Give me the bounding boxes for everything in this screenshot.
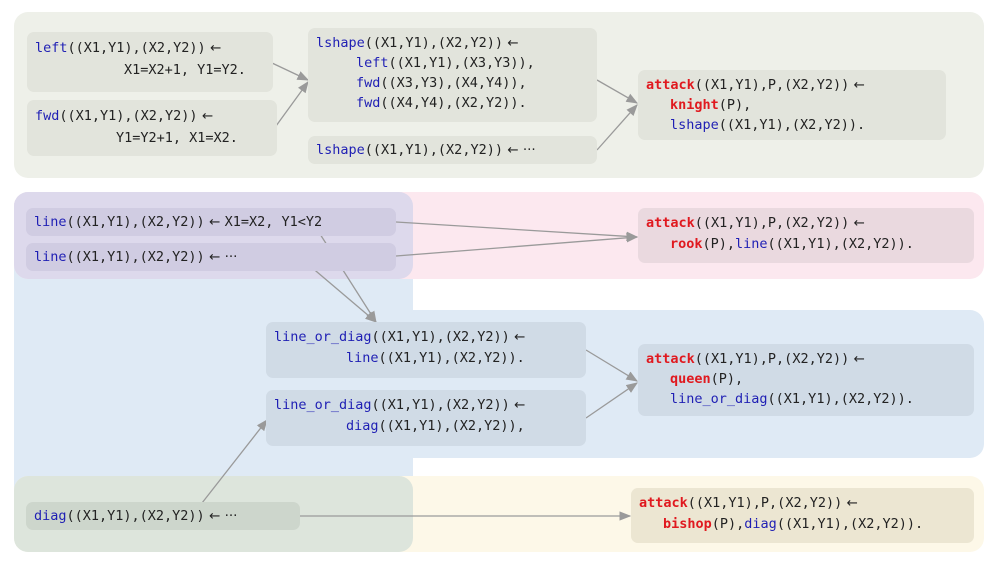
attack-bishop-head: attack xyxy=(639,495,688,511)
attack-rook-piece: rook xyxy=(670,236,703,252)
lshape2-arrow: ← ··· xyxy=(502,142,536,158)
left-body: X1=X2+1, Y1=Y2. xyxy=(124,62,246,78)
lod1-body-args: ((X1,Y1),(X2,Y2)). xyxy=(378,350,525,366)
lshape1-arrow: ← xyxy=(502,35,519,51)
lod1-body-fn: line xyxy=(346,350,379,366)
line1-head: line xyxy=(34,214,67,230)
lod1-arrow: ← xyxy=(509,329,526,345)
line1-arrow: ← xyxy=(204,214,225,230)
arrow-line2-to-attack-rook xyxy=(395,233,639,257)
lshape1-args: ((X1,Y1),(X2,Y2)) xyxy=(364,35,503,51)
attack-bishop-args: ((X1,Y1),P,(X2,Y2)) xyxy=(687,495,843,511)
clause-lshape-1: lshape((X1,Y1),(X2,Y2)) ← left((X1,Y1),(X… xyxy=(308,28,597,122)
attack-bishop-body-fn: diag xyxy=(744,516,777,532)
lod1-args: ((X1,Y1),(X2,Y2)) xyxy=(371,329,510,345)
attack-rook-arrow: ← xyxy=(849,215,865,231)
lshape1-body2-fn: fwd xyxy=(356,75,381,91)
attack-bishop-arrow: ← xyxy=(842,495,858,511)
attack-knight-args: ((X1,Y1),P,(X2,Y2)) xyxy=(694,77,850,93)
arrow-lod2-to-attack-queen xyxy=(585,382,638,419)
attack-rook-args: ((X1,Y1),P,(X2,Y2)) xyxy=(694,215,850,231)
attack-knight-arrow: ← xyxy=(849,77,865,93)
attack-queen-piece-args: (P), xyxy=(710,371,744,387)
attack-rook-body-args: ((X1,Y1),(X2,Y2)). xyxy=(767,236,914,252)
arrow-lshape2-to-attack-knight xyxy=(596,104,638,151)
clause-lshape-2: lshape((X1,Y1),(X2,Y2)) ← ··· xyxy=(308,136,597,164)
lshape1-body3-fn: fwd xyxy=(356,95,381,111)
arrow-lod1-to-attack-queen xyxy=(585,349,638,382)
diag-arrow: ← ··· xyxy=(204,508,238,524)
attack-queen-piece: queen xyxy=(670,371,711,387)
fwd-arrow: ← xyxy=(197,108,214,124)
line2-head: line xyxy=(34,249,67,265)
left-args: ((X1,Y1),(X2,Y2)) xyxy=(67,40,206,56)
clause-attack-queen: attack((X1,Y1),P,(X2,Y2)) ← queen(P), line… xyxy=(638,344,974,416)
lshape2-args: ((X1,Y1),(X2,Y2)) xyxy=(364,142,503,158)
attack-rook-piece-args: (P), xyxy=(702,236,736,252)
diag-head: diag xyxy=(34,508,67,524)
lshape1-body3-args: ((X4,Y4),(X2,Y2)). xyxy=(380,95,527,111)
arrow-lshape1-to-attack-knight xyxy=(596,79,639,104)
line2-arrow: ← ··· xyxy=(204,249,238,265)
clause-attack-bishop: attack((X1,Y1),P,(X2,Y2)) ← bishop(P),dia… xyxy=(631,488,974,543)
arrow-line2-to-lod1 xyxy=(309,265,377,323)
clause-diag: diag((X1,Y1),(X2,Y2)) ← ··· xyxy=(26,502,300,530)
attack-knight-piece: knight xyxy=(670,97,719,113)
clause-attack-rook: attack((X1,Y1),P,(X2,Y2)) ← rook(P),line(… xyxy=(638,208,974,263)
lshape1-head: lshape xyxy=(316,35,365,51)
attack-knight-body-fn: lshape xyxy=(670,117,719,133)
arrow-line1-to-attack-rook xyxy=(395,221,639,242)
lshape1-body1-args: ((X1,Y1),(X3,Y3)), xyxy=(388,55,535,71)
fwd-head: fwd xyxy=(35,108,60,124)
line1-body: X1=X2, Y1<Y2 xyxy=(224,214,323,230)
lshape2-head: lshape xyxy=(316,142,365,158)
attack-bishop-piece-args: (P), xyxy=(711,516,745,532)
line2-args: ((X1,Y1),(X2,Y2)) xyxy=(66,249,205,265)
clause-fwd: fwd((X1,Y1),(X2,Y2)) ← Y1=Y2+1, X1=X2. xyxy=(27,100,277,156)
clause-line-or-diag-1: line_or_diag((X1,Y1),(X2,Y2)) ← line((X1,… xyxy=(266,322,586,378)
lod1-head: line_or_diag xyxy=(274,329,372,345)
clause-attack-knight: attack((X1,Y1),P,(X2,Y2)) ← knight(P), lsh… xyxy=(638,70,946,140)
diag-args: ((X1,Y1),(X2,Y2)) xyxy=(66,508,205,524)
attack-rook-head: attack xyxy=(646,215,695,231)
attack-bishop-body-args: ((X1,Y1),(X2,Y2)). xyxy=(776,516,924,532)
lod2-args: ((X1,Y1),(X2,Y2)) xyxy=(371,397,510,413)
attack-queen-body-fn: line_or_diag xyxy=(670,391,768,407)
lod2-body-fn: diag xyxy=(346,418,379,434)
attack-queen-args: ((X1,Y1),P,(X2,Y2)) xyxy=(694,351,850,367)
left-arrow: ← xyxy=(205,40,222,56)
arrow-fwd-to-lshape xyxy=(275,81,309,127)
lod2-head: line_or_diag xyxy=(274,397,372,413)
attack-knight-body-args: ((X1,Y1),(X2,Y2)). xyxy=(718,117,866,133)
clause-left: left((X1,Y1),(X2,Y2)) ← X1=X2+1, Y1=Y2. xyxy=(27,32,273,92)
lshape1-body2-args: ((X3,Y3),(X4,Y4)), xyxy=(380,75,527,91)
lshape1-body1-fn: left xyxy=(356,55,389,71)
clause-line-or-diag-2: line_or_diag((X1,Y1),(X2,Y2)) ← diag((X1,… xyxy=(266,390,586,446)
arrow-left-to-lshape xyxy=(271,62,310,81)
clause-line-2: line((X1,Y1),(X2,Y2)) ← ··· xyxy=(26,243,396,271)
fwd-args: ((X1,Y1),(X2,Y2)) xyxy=(59,108,198,124)
attack-queen-body-args: ((X1,Y1),(X2,Y2)). xyxy=(767,391,914,407)
lod2-arrow: ← xyxy=(509,397,526,413)
clause-line-1: line((X1,Y1),(X2,Y2)) ← X1=X2, Y1<Y2 xyxy=(26,208,396,236)
attack-rook-body-fn: line xyxy=(735,236,768,252)
attack-queen-head: attack xyxy=(646,351,695,367)
attack-queen-arrow: ← xyxy=(849,351,865,367)
line1-args: ((X1,Y1),(X2,Y2)) xyxy=(66,214,205,230)
fwd-body: Y1=Y2+1, X1=X2. xyxy=(116,130,238,146)
attack-bishop-piece: bishop xyxy=(663,516,712,532)
left-head: left xyxy=(35,40,68,56)
arrow-diag-to-lod2 xyxy=(201,419,268,504)
attack-knight-piece-args: (P), xyxy=(718,97,752,113)
lod2-body-args: ((X1,Y1),(X2,Y2)), xyxy=(378,418,525,434)
attack-knight-head: attack xyxy=(646,77,695,93)
